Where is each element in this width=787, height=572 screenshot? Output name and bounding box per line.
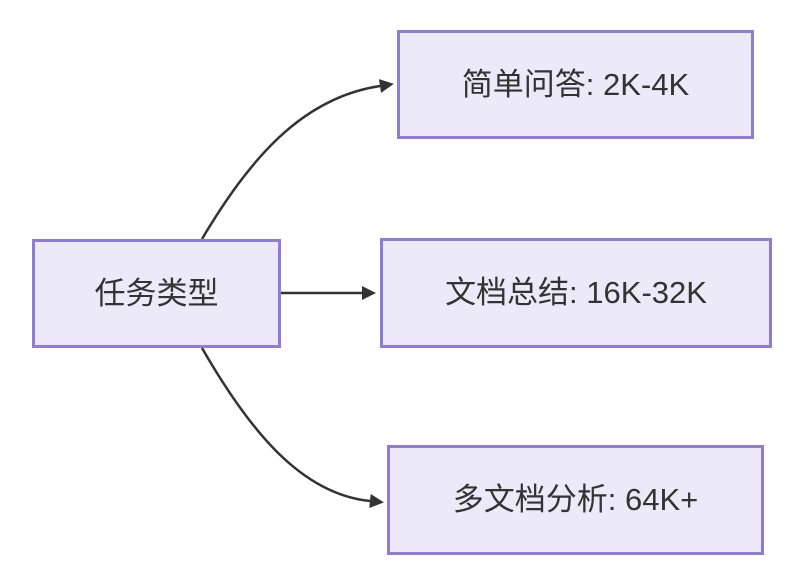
edge-task-to-multi-doc — [200, 347, 384, 508]
edge-task-to-simple-qa — [200, 79, 394, 240]
node-simple-qa: 简单问答: 2K-4K — [397, 30, 754, 139]
node-doc-summary-label: 文档总结: 16K-32K — [445, 275, 707, 311]
node-multi-doc-analysis: 多文档分析: 64K+ — [387, 445, 764, 555]
node-simple-qa-label: 简单问答: 2K-4K — [461, 66, 690, 102]
node-task-type: 任务类型 — [32, 239, 281, 348]
node-multi-doc-analysis-label: 多文档分析: 64K+ — [452, 482, 699, 518]
node-task-type-label: 任务类型 — [94, 275, 219, 311]
node-doc-summary: 文档总结: 16K-32K — [380, 238, 772, 348]
